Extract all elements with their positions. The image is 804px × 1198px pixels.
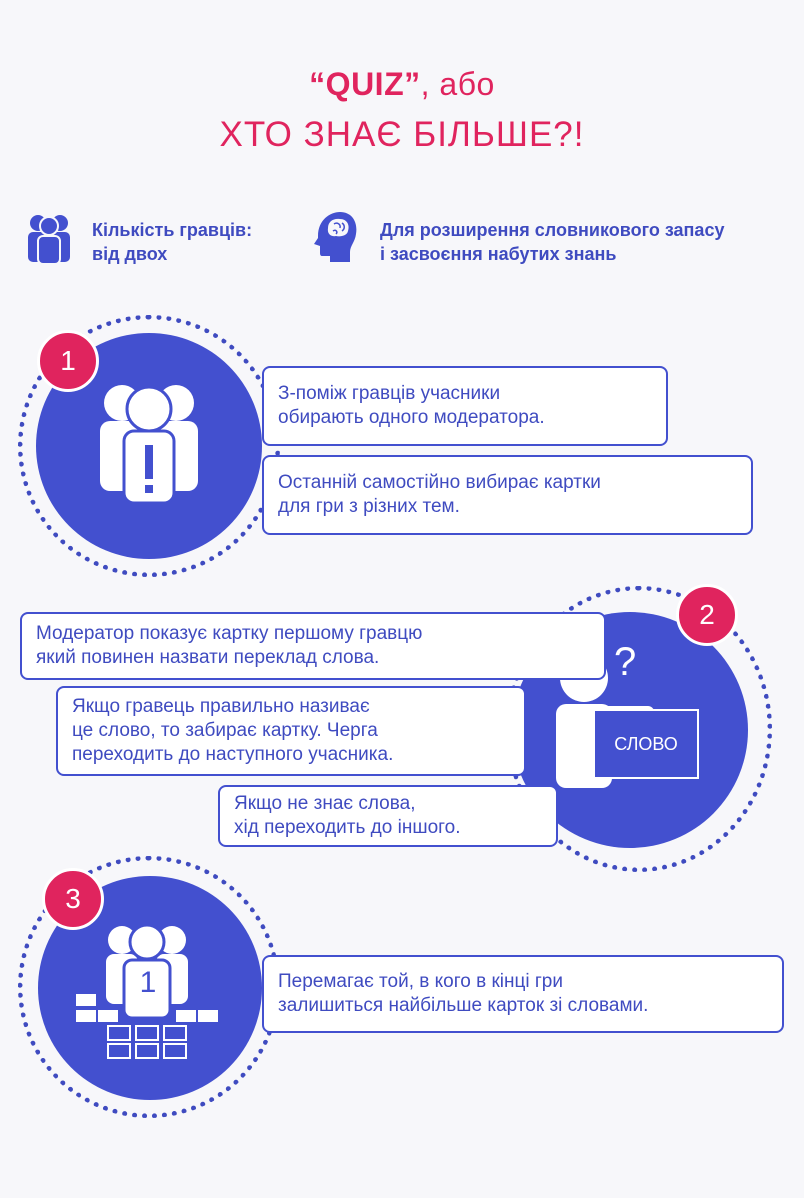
podium-icon — [72, 918, 222, 1068]
purpose-line-2: і засвоєння набутих знань — [380, 244, 617, 264]
purpose-line-1: Для розширення словникового запасу — [380, 220, 725, 240]
page-title: “QUIZ”, або — [0, 66, 804, 103]
step-2-text-3-line-1: Якщо не знає слова, — [234, 793, 416, 814]
step-2-text-2-line-1: Якщо гравець правильно називає — [72, 696, 370, 717]
step-2-text-1-line-2: який повинен назвати переклад слова. — [36, 647, 380, 668]
step-1-text-box-2: Останній самостійно вибирає картки для г… — [262, 455, 753, 535]
players-icon — [26, 212, 72, 264]
step-2-text-box-1: Модератор показує картку першому гравцю … — [20, 612, 606, 680]
title-suffix: , або — [420, 66, 495, 102]
exclamation-person-icon — [94, 381, 204, 505]
title-quiz: “QUIZ” — [309, 66, 421, 102]
step-3-text-1-line-1: Перемагає той, в кого в кінці гри — [278, 971, 563, 992]
step-2-text-2-line-3: переходить до наступного учасника. — [72, 744, 394, 765]
step-2-text-box-2: Якщо гравець правильно називає це слово,… — [56, 686, 526, 776]
podium-number: 1 — [139, 966, 157, 999]
step-1-badge: 1 — [37, 330, 99, 392]
purpose-text: Для розширення словникового запасу і зас… — [380, 218, 724, 266]
step-2-badge: 2 — [676, 584, 738, 646]
word-card: СЛОВО — [593, 709, 699, 779]
step-1-text-2-line-1: Останній самостійно вибирає картки — [278, 472, 601, 493]
step-2-text-3-line-2: хід переходить до іншого. — [234, 817, 461, 838]
players-line-2: від двох — [92, 244, 168, 264]
step-1-text-2-line-2: для гри з різних тем. — [278, 496, 460, 517]
step-2-text-1-line-1: Модератор показує картку першому гравцю — [36, 623, 423, 644]
players-line-1: Кількість гравців: — [92, 220, 253, 240]
page-subtitle: ХТО ЗНАЄ БІЛЬШЕ?! — [219, 115, 585, 154]
players-count-text: Кількість гравців: від двох — [92, 218, 252, 266]
step-2-text-2-line-2: це слово, то забирає картку. Черга — [72, 720, 378, 741]
step-1-text-1-line-2: обирають одного модератора. — [278, 407, 545, 428]
step-1-text-1-line-1: З-поміж гравців учасники — [278, 383, 501, 404]
step-3-badge: 3 — [42, 868, 104, 930]
step-2-text-box-3: Якщо не знає слова, хід переходить до ін… — [218, 785, 558, 847]
step-3-text-1-line-2: залишиться найбільше карток зі словами. — [278, 995, 649, 1016]
question-mark: ? — [614, 640, 637, 684]
step-1-text-box-1: З-поміж гравців учасники обирають одного… — [262, 366, 668, 446]
head-brain-icon — [312, 210, 358, 264]
step-1-dotted-ring — [18, 315, 280, 577]
step-3-text-box-1: Перемагає той, в кого в кінці гри залиши… — [262, 955, 784, 1033]
